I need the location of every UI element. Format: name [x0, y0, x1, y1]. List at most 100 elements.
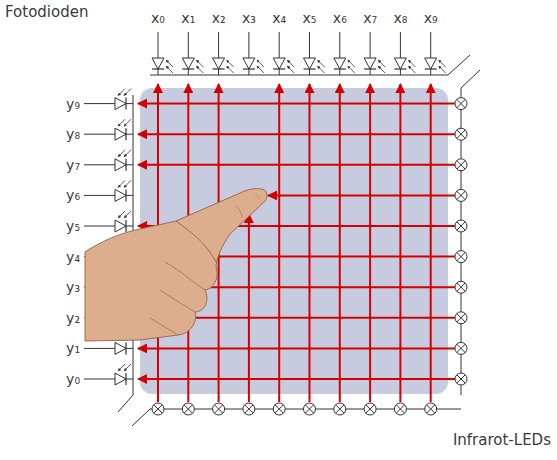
- light-arrow: [287, 66, 294, 73]
- light-arrow: [166, 60, 173, 67]
- light-arrow: [378, 60, 385, 67]
- led-symbol: [152, 403, 164, 415]
- led-symbol: [154, 405, 162, 413]
- led-symbol: [214, 405, 222, 413]
- photodiode-symbol: [152, 68, 164, 69]
- light-beam: [399, 84, 401, 402]
- led-symbol: [425, 403, 437, 415]
- light-arrow: [124, 211, 131, 218]
- led-symbol: [457, 344, 465, 352]
- led-symbol: [396, 405, 404, 413]
- light-arrow: [287, 60, 294, 67]
- photodiode-symbol: [273, 58, 285, 69]
- led-symbol: [457, 314, 465, 322]
- light-arrow: [318, 66, 325, 73]
- photodiode-symbol: [304, 58, 316, 69]
- led-symbol: [214, 405, 222, 413]
- led-symbol: [154, 405, 162, 413]
- hand-illustration: [85, 189, 267, 341]
- signal-name: y₁: [66, 340, 80, 356]
- light-arrow: [348, 66, 355, 73]
- light-arrow: [257, 60, 264, 67]
- photodiode-symbol: [125, 128, 126, 140]
- signal-name: y₀: [66, 371, 80, 387]
- led-symbol: [455, 251, 467, 263]
- signal-name: y₈: [66, 126, 80, 142]
- photodiode-symbol: [115, 98, 126, 110]
- led-symbol: [457, 222, 465, 230]
- photodiode-symbol: [125, 220, 126, 232]
- light-arrow: [118, 150, 125, 157]
- light-arrow: [408, 66, 415, 73]
- photodiode-symbol: [334, 58, 346, 69]
- led-symbol: [273, 403, 285, 415]
- photodiode-symbol: [243, 58, 255, 69]
- led-symbol: [305, 405, 313, 413]
- led-symbol: [457, 222, 465, 230]
- signal-name: y₃: [66, 279, 80, 295]
- led-symbol: [245, 405, 253, 413]
- led-symbol: [457, 375, 465, 383]
- light-beam: [138, 103, 455, 105]
- led-symbol: [396, 405, 404, 413]
- led-symbol: [457, 375, 465, 383]
- light-arrow: [166, 66, 173, 73]
- light-arrow: [118, 89, 125, 96]
- signal-name: y₇: [66, 157, 80, 173]
- light-arrow: [124, 89, 131, 96]
- photodiode-symbol: [115, 128, 126, 140]
- signal-name: y₉: [66, 96, 80, 112]
- led-symbol: [457, 252, 465, 260]
- light-arrow: [227, 66, 234, 73]
- led-symbol: [184, 405, 192, 413]
- photodiode-symbol: [425, 58, 437, 69]
- led-symbol: [336, 405, 344, 413]
- led-symbol: [457, 191, 465, 199]
- photodiode-symbol: [273, 68, 285, 69]
- led-symbol: [457, 252, 465, 260]
- photodiode-symbol: [115, 189, 126, 201]
- led-symbol: [304, 403, 316, 415]
- led-symbol: [457, 130, 465, 138]
- photodiode-symbol: [115, 220, 126, 232]
- led-symbol: [213, 403, 225, 415]
- led-symbol: [366, 405, 374, 413]
- signal-name: x₄: [272, 10, 286, 26]
- photodiode-symbol: [182, 58, 194, 69]
- led-symbol: [455, 220, 467, 232]
- led-symbol: [457, 314, 465, 322]
- photodiode-symbol: [152, 58, 164, 69]
- signal-name: y₅: [66, 218, 80, 234]
- light-arrow: [439, 66, 446, 73]
- led-symbol: [455, 312, 467, 324]
- light-beam: [309, 84, 311, 402]
- photodiode-symbol: [125, 98, 126, 110]
- led-symbol: [455, 189, 467, 201]
- led-symbol: [457, 99, 465, 107]
- led-symbol: [455, 281, 467, 293]
- light-arrow: [196, 66, 203, 73]
- led-symbol: [455, 373, 467, 385]
- signal-name: x₂: [212, 10, 226, 26]
- light-arrow: [118, 119, 125, 126]
- wire: [132, 409, 461, 426]
- photodiode-symbol: [125, 159, 126, 171]
- photodiode-symbol: [115, 159, 126, 171]
- led-symbol: [457, 161, 465, 169]
- photodiode-symbol: [125, 342, 126, 354]
- led-symbol: [336, 405, 344, 413]
- led-symbol: [182, 403, 194, 415]
- photodiode-symbol: [334, 68, 346, 69]
- light-arrow: [348, 60, 355, 67]
- light-arrow: [118, 211, 125, 218]
- light-beam: [138, 133, 455, 135]
- light-beam: [339, 84, 341, 402]
- led-symbol: [457, 130, 465, 138]
- light-arrow: [118, 364, 125, 371]
- signal-name: x₀: [151, 10, 165, 26]
- led-symbol: [457, 283, 465, 291]
- led-symbol: [275, 405, 283, 413]
- light-beam: [369, 84, 371, 402]
- led-symbol: [457, 99, 465, 107]
